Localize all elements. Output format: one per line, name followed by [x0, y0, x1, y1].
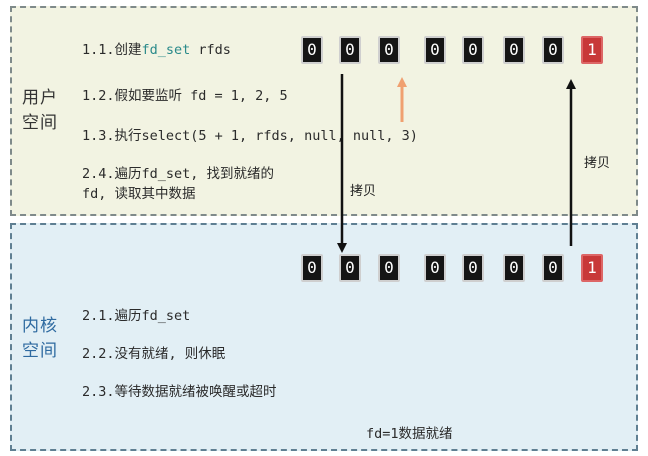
step-2-1: 2.1.遍历fd_set: [82, 308, 191, 324]
step-1-3: 1.3.执行select(5 + 1, rfds, null, null, 3): [82, 128, 418, 144]
step-1-1-prefix: 1.1.创建: [82, 42, 142, 58]
step-1-1: 1.1.创建fd_set rfds: [82, 40, 231, 60]
kernel-bit-1: 0: [339, 254, 361, 282]
user-bit-1: 0: [339, 36, 361, 64]
user-bit-7: 1: [581, 36, 603, 64]
step-2-3: 2.3.等待数据就绪被唤醒或超时: [82, 384, 277, 400]
kernel-bit-7: 1: [581, 254, 603, 282]
user-space-label-line2: 空间: [22, 113, 58, 133]
kernel-bit-6: 0: [542, 254, 564, 282]
copy-up-label: 拷贝: [584, 156, 611, 171]
user-bit-5: 0: [503, 36, 525, 64]
kernel-bit-5: 0: [503, 254, 525, 282]
kernel-space-label-line2: 空间: [22, 341, 58, 361]
kernel-bit-4: 0: [462, 254, 484, 282]
user-bit-3: 0: [424, 36, 446, 64]
kernel-space-label-line1: 内核: [22, 316, 58, 336]
user-bit-6: 0: [542, 36, 564, 64]
user-bit-2: 0: [378, 36, 400, 64]
step-1-1-suffix: rfds: [190, 42, 231, 58]
user-space-region: [10, 6, 638, 216]
copy-down-label: 拷贝: [350, 184, 377, 199]
kernel-bit-0: 0: [301, 254, 323, 282]
step-1-1-code: fd_set: [141, 42, 191, 58]
step-2-4: 2.4.遍历fd_set, 找到就绪的fd, 读取其中数据: [82, 166, 275, 202]
kernel-space-region: [10, 223, 638, 451]
kernel-bit-2: 0: [378, 254, 400, 282]
user-space-label: 用户 空间: [22, 86, 58, 136]
fd-ready-status: fd=1数据就绪: [366, 426, 453, 442]
kernel-bit-3: 0: [424, 254, 446, 282]
user-bit-0: 0: [301, 36, 323, 64]
step-1-2: 1.2.假如要监听 fd = 1, 2, 5: [82, 88, 288, 104]
user-space-label-line1: 用户: [22, 88, 58, 108]
kernel-space-label: 内核 空间: [22, 314, 58, 364]
user-bit-4: 0: [462, 36, 484, 64]
step-2-2: 2.2.没有就绪, 则休眠: [82, 346, 226, 362]
